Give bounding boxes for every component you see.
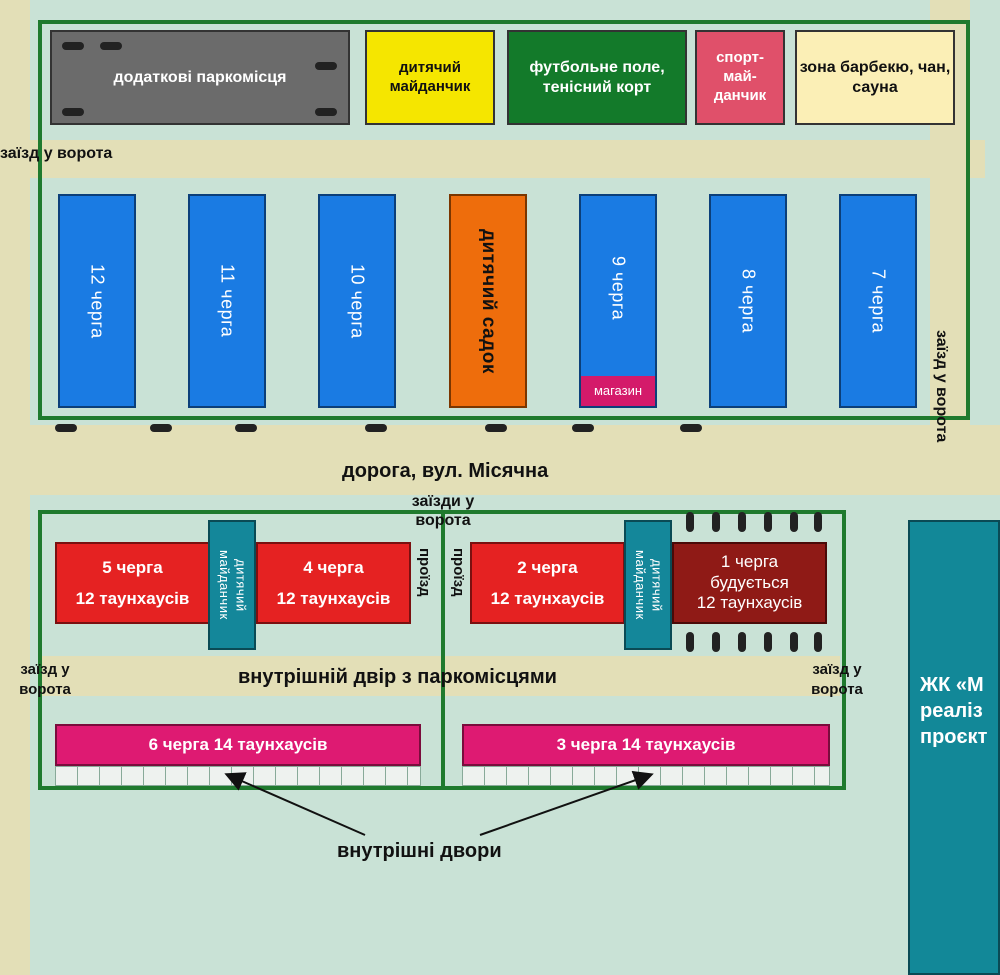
car-icon	[315, 108, 337, 116]
car-icon	[680, 424, 702, 432]
passage-right: проїзд	[450, 548, 467, 597]
car-icon	[315, 62, 337, 70]
main-road	[0, 425, 1000, 495]
entry-gate-left-top: заїзд у ворота	[0, 145, 113, 162]
kindergarten: дитячий садок	[449, 194, 527, 408]
block-q4: 4 черга 12 таунхаусів	[256, 542, 411, 624]
center-divider	[441, 510, 445, 790]
block-q8: 8 черга	[709, 194, 787, 408]
car-icon	[572, 424, 594, 432]
q5-title: 5 черга	[102, 557, 163, 577]
top-road	[0, 140, 985, 178]
block-q5: 5 черга 12 таунхаусів	[55, 542, 210, 624]
car-icon	[712, 512, 720, 532]
car-icon	[790, 512, 798, 532]
car-icon	[738, 512, 746, 532]
inner-yard-label: внутрішній двір з паркомісцями	[238, 666, 557, 688]
q2-sub: 12 таунхаусів	[490, 589, 605, 608]
car-icon	[485, 424, 507, 432]
car-icon	[100, 42, 122, 50]
car-icon	[365, 424, 387, 432]
car-icon	[686, 512, 694, 532]
football-field: футбольне поле, тенісний корт	[507, 30, 687, 125]
car-icon	[790, 632, 798, 652]
car-icon	[764, 632, 772, 652]
entry-gate-right-top: заїзд у ворота	[933, 330, 950, 443]
entry-gate-left-bottom: заїзд у ворота	[19, 661, 71, 698]
car-icon	[738, 632, 746, 652]
car-icon	[814, 512, 822, 532]
top-block-fence	[38, 20, 970, 420]
center-gates-label: заїзди у ворота	[411, 493, 475, 530]
car-icon	[62, 108, 84, 116]
block-q9: 9 черга	[579, 194, 657, 408]
q1-title: 1 черга	[720, 552, 779, 572]
inner-yards-label: внутрішні двори	[337, 840, 502, 862]
q4-sub: 12 таунхаусів	[276, 589, 391, 608]
q5-sub: 12 таунхаусів	[75, 589, 190, 608]
block-q12: 12 черга	[58, 194, 136, 408]
car-icon	[62, 42, 84, 50]
car-icon	[686, 632, 694, 652]
road-label: дорога, вул. Місячна	[342, 460, 549, 482]
block-q11: 11 черга	[188, 194, 266, 408]
inner-road	[40, 656, 840, 696]
block-q3: 3 черга 14 таунхаусів	[462, 724, 830, 766]
entry-gate-right-bottom: заїзд у ворота	[811, 661, 863, 698]
car-icon	[814, 632, 822, 652]
q2-title: 2 черга	[517, 557, 578, 577]
complex-label: ЖК «М реаліз проєкт	[920, 674, 988, 748]
block-q6: 6 черга 14 таунхаусів	[55, 724, 421, 766]
passage-left: проїзд	[416, 548, 433, 597]
block-q1: 1 черга будується 12 таунхаусів	[672, 542, 827, 624]
playground-left: дитячий майданчик	[208, 520, 256, 650]
shop: магазин	[581, 376, 655, 406]
car-icon	[150, 424, 172, 432]
car-icon	[764, 512, 772, 532]
playground-top: дитячий майданчик	[365, 30, 495, 125]
q4-title: 4 черга	[303, 557, 364, 577]
sport-ground: спорт-май-данчик	[695, 30, 785, 125]
q1-sub: 12 таунхаусів	[696, 593, 803, 613]
block-q7: 7 черга	[839, 194, 917, 408]
car-icon	[235, 424, 257, 432]
residential-complex: ЖК «М реаліз проєкт	[908, 520, 1000, 975]
q1-status: будується	[710, 572, 789, 592]
block-q10: 10 черга	[318, 194, 396, 408]
left-road	[0, 0, 30, 975]
block-q2: 2 черга 12 таунхаусів	[470, 542, 625, 624]
bbq-zone: зона барбекю, чан, сауна	[795, 30, 955, 125]
car-icon	[55, 424, 77, 432]
playground-right: дитячий майданчик	[624, 520, 672, 650]
car-icon	[712, 632, 720, 652]
